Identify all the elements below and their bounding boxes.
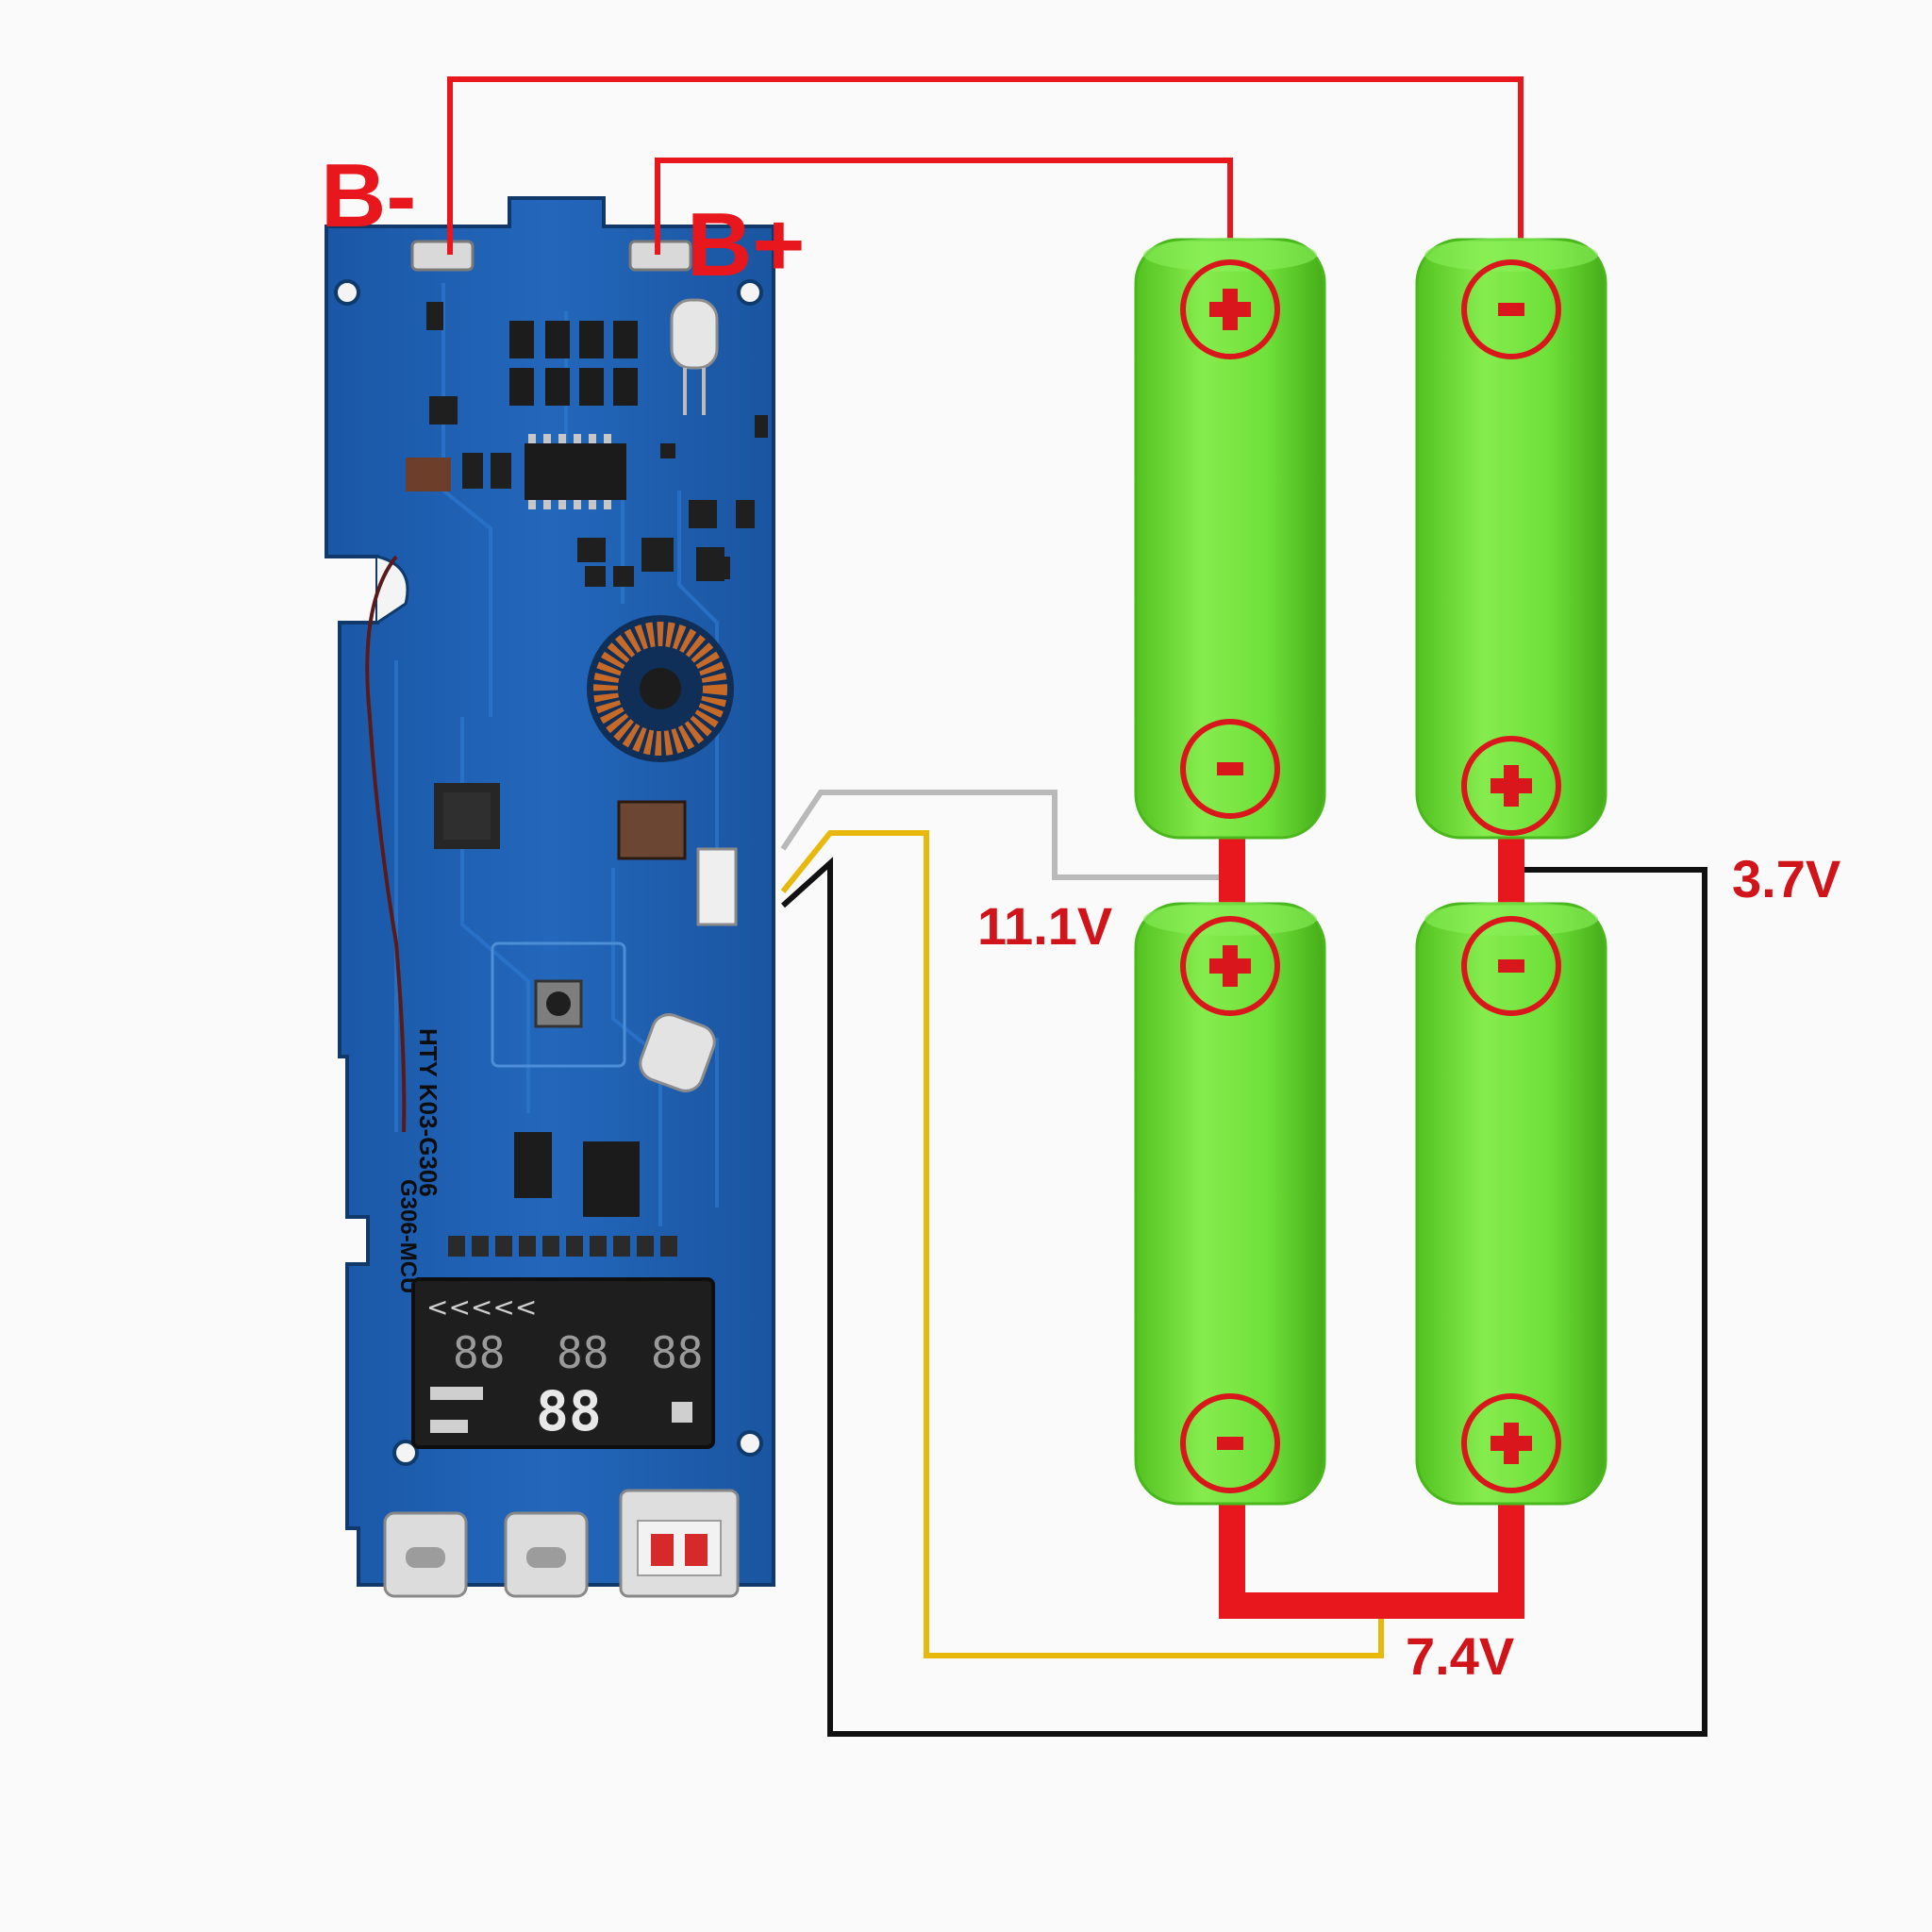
mid-capacitor xyxy=(639,1013,716,1092)
protection-ic xyxy=(525,434,626,509)
pcb-board: HTY K03-G306 G306-MCU <<<<< 88 88 88 88 xyxy=(325,196,775,1598)
display-digits-2: 88 xyxy=(557,1327,608,1378)
side-connector xyxy=(696,847,738,926)
usb-c-port-2[interactable] xyxy=(504,1511,589,1598)
cell-bottom-right xyxy=(1415,902,1607,1506)
lcd-display: <<<<< 88 88 88 88 xyxy=(411,1277,715,1449)
minus-mark-circle xyxy=(1180,719,1280,819)
mount-hole xyxy=(737,279,763,306)
b-plus-label: B+ xyxy=(687,194,806,295)
wire-b-minus xyxy=(447,76,1524,255)
plus-sign-icon xyxy=(1209,945,1251,987)
smd-components xyxy=(406,302,768,587)
thin-red-wire xyxy=(365,555,407,1133)
voltage-label-37v: 3.7V xyxy=(1732,849,1841,908)
display-icon xyxy=(430,1420,468,1433)
minus-mark-circle xyxy=(1461,259,1561,359)
display-digits-1: 88 xyxy=(453,1327,505,1378)
wire-b-plus xyxy=(655,158,1233,255)
wire-74v-yellow xyxy=(780,830,1384,1658)
plus-mark-circle xyxy=(1180,916,1280,1016)
series-link-bottom xyxy=(1219,1500,1524,1619)
series-link-left xyxy=(1219,836,1245,908)
minus-sign-icon xyxy=(1498,959,1524,973)
mount-hole xyxy=(737,1430,763,1457)
voltage-label-74v: 7.4V xyxy=(1406,1626,1515,1686)
minus-sign-icon xyxy=(1217,762,1243,775)
minus-sign-icon xyxy=(1217,1437,1243,1450)
display-arrows: <<<<< xyxy=(426,1291,537,1323)
lower-ic xyxy=(514,1132,640,1217)
minus-mark-circle xyxy=(1461,916,1561,1016)
b-minus-label: B- xyxy=(321,145,417,246)
toroid-inductor xyxy=(587,615,734,762)
mcu-chip xyxy=(434,783,500,849)
wire-11v-gray xyxy=(780,790,1226,880)
plus-sign-icon xyxy=(1491,765,1532,807)
series-link-right xyxy=(1498,836,1524,908)
plus-mark-circle xyxy=(1180,259,1280,359)
usb-c-port-1[interactable] xyxy=(383,1511,468,1598)
display-digits-3: 88 xyxy=(651,1327,703,1378)
cell-top-right xyxy=(1415,238,1607,840)
b-minus-pad xyxy=(410,240,475,272)
plus-mark-circle xyxy=(1461,736,1561,836)
cell-top-left xyxy=(1134,238,1326,840)
mosfet-cluster xyxy=(509,321,638,406)
plus-sign-icon xyxy=(1209,289,1251,330)
minus-mark-circle xyxy=(1180,1393,1280,1493)
voltage-label-11v: 11.1V xyxy=(977,896,1113,956)
smd-inductor xyxy=(617,800,687,860)
minus-sign-icon xyxy=(1498,303,1524,316)
polarity-marks xyxy=(1180,259,1561,1493)
polarity-symbols xyxy=(1209,289,1532,1464)
cell-bottom-left xyxy=(1134,902,1326,1506)
plus-mark-circle xyxy=(1461,1393,1561,1493)
silkscreen-text-2: G306-MCU xyxy=(395,1179,421,1293)
wire-37v-black xyxy=(780,857,1707,1737)
plus-sign-icon xyxy=(1491,1423,1532,1464)
silkscreen-text-1: HTY K03-G306 xyxy=(414,1028,442,1197)
mount-hole xyxy=(392,1440,419,1466)
mount-hole xyxy=(334,279,360,306)
wires xyxy=(447,76,1707,1737)
display-icon xyxy=(430,1387,483,1400)
resistor-row xyxy=(448,1236,677,1257)
top-capacitor xyxy=(670,298,719,415)
display-digits-4: 88 xyxy=(536,1379,602,1443)
usb-a-port[interactable] xyxy=(619,1489,740,1598)
push-button[interactable] xyxy=(491,941,626,1068)
display-icon xyxy=(672,1402,692,1423)
